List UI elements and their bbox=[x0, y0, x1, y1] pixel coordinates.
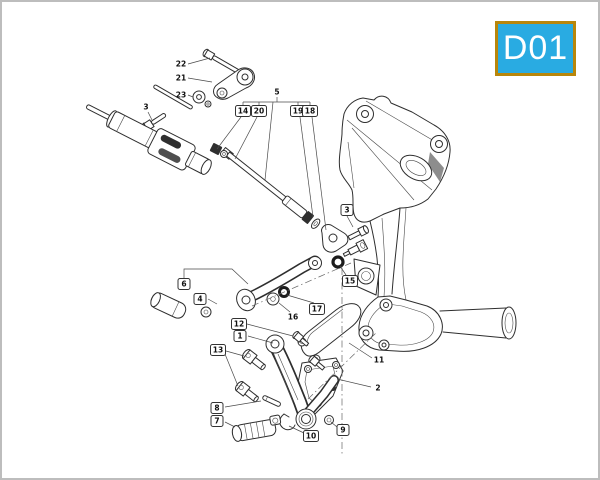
svg-text:1: 1 bbox=[237, 332, 242, 341]
callout-8: 8 bbox=[210, 400, 262, 414]
svg-text:3: 3 bbox=[344, 206, 349, 215]
diagram-code-badge: D01 bbox=[495, 21, 576, 76]
axis-lines bbox=[251, 262, 377, 454]
part-linkage-arm bbox=[213, 67, 255, 100]
svg-text:6: 6 bbox=[181, 280, 186, 289]
callout-12: 12 bbox=[231, 318, 294, 337]
svg-text:14: 14 bbox=[238, 107, 248, 116]
callout-10: 10 bbox=[288, 425, 319, 442]
part-washer-16 bbox=[266, 292, 280, 306]
svg-text:8: 8 bbox=[214, 404, 219, 413]
part-return-spring bbox=[279, 413, 296, 431]
svg-text:18: 18 bbox=[305, 107, 315, 116]
callout-13: 13 bbox=[210, 344, 245, 387]
svg-text:22: 22 bbox=[176, 60, 186, 69]
part-push-rod bbox=[153, 84, 193, 110]
part-oring-17 bbox=[278, 286, 290, 298]
callout-6: 6 bbox=[177, 268, 249, 290]
svg-text:23: 23 bbox=[176, 91, 186, 100]
callout-22: 22 bbox=[176, 57, 211, 69]
svg-text:5: 5 bbox=[274, 88, 279, 97]
callout-17: 17 bbox=[286, 294, 325, 315]
part-linkage-bolt bbox=[202, 48, 240, 74]
part-frame-bracket bbox=[338, 95, 517, 352]
callout-3: 3 bbox=[340, 204, 354, 228]
svg-text:21: 21 bbox=[176, 74, 186, 83]
part-washer bbox=[200, 306, 212, 318]
svg-text:17: 17 bbox=[312, 305, 322, 314]
callout-3: 3 bbox=[143, 103, 153, 121]
svg-text:9: 9 bbox=[340, 426, 345, 435]
part-pivot-bushing bbox=[150, 292, 187, 319]
svg-text:20: 20 bbox=[254, 107, 264, 116]
svg-text:2: 2 bbox=[375, 384, 380, 393]
svg-text:15: 15 bbox=[345, 277, 355, 286]
part-gearshift-actuator bbox=[86, 104, 212, 175]
part-shoulder-bolt bbox=[342, 239, 369, 257]
part-washer-23 bbox=[192, 90, 212, 108]
part-shift-rod bbox=[209, 143, 349, 253]
callout-23: 23 bbox=[176, 91, 194, 100]
svg-text:12: 12 bbox=[234, 320, 244, 329]
callout-1: 1 bbox=[233, 330, 274, 344]
part-oring-15 bbox=[331, 255, 345, 269]
part-heel-guard bbox=[297, 303, 362, 364]
callout-4: 4 bbox=[193, 293, 218, 305]
part-small-screws bbox=[292, 331, 326, 371]
svg-text:16: 16 bbox=[288, 313, 298, 322]
callout-9: 9 bbox=[330, 421, 350, 436]
callout-11: 11 bbox=[348, 342, 384, 365]
callout-2: 2 bbox=[336, 378, 381, 393]
svg-text:7: 7 bbox=[214, 417, 219, 426]
part-pivot-pin bbox=[262, 395, 281, 407]
callout-15: 15 bbox=[339, 265, 358, 287]
callout-5: 5 bbox=[264, 88, 280, 181]
part-socket-bolts bbox=[234, 349, 266, 403]
part-footpeg-bracket bbox=[265, 334, 339, 430]
diagram-code: D01 bbox=[502, 29, 569, 67]
svg-text:10: 10 bbox=[306, 432, 316, 441]
callout-7: 7 bbox=[210, 415, 236, 428]
part-shift-lever bbox=[236, 255, 322, 312]
callout-19: 19 bbox=[290, 105, 314, 218]
svg-text:11: 11 bbox=[374, 356, 384, 365]
callout-16: 16 bbox=[278, 302, 298, 322]
svg-text:19: 19 bbox=[293, 107, 303, 116]
part-hex-bolt bbox=[347, 225, 369, 241]
svg-text:13: 13 bbox=[213, 346, 223, 355]
callout-20: 20 bbox=[234, 105, 267, 160]
callout-18: 18 bbox=[302, 105, 327, 231]
svg-text:3: 3 bbox=[143, 103, 148, 112]
callout-21: 21 bbox=[176, 74, 213, 83]
svg-text:4: 4 bbox=[197, 295, 202, 304]
callout-14: 14 bbox=[216, 105, 251, 150]
part-footpeg bbox=[231, 414, 282, 442]
